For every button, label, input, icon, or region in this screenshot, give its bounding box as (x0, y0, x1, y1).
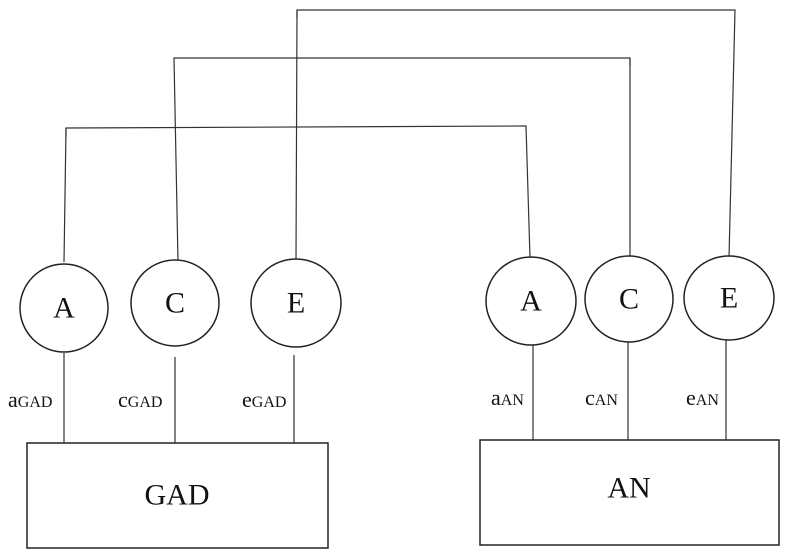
factor-circle-a-gad (19, 263, 109, 353)
factor-label-c-gad: C (165, 287, 185, 320)
gad-box (26, 442, 329, 549)
connector-c-c (173, 57, 631, 263)
path-label-a-gad: aGAD (8, 387, 52, 412)
factor-label-a-gad: A (53, 292, 75, 325)
factor-circle-e-gad (250, 258, 342, 348)
correlation-connectors (63, 9, 736, 263)
left-factors: A C E (19, 258, 342, 353)
an-box (479, 439, 780, 546)
phenotype-boxes: GAD AN (26, 439, 780, 549)
factor-circle-c-an (584, 255, 674, 343)
factor-circle-a-an (485, 256, 577, 346)
path-labels: aGAD cGAD eGAD aAN cAN eAN (8, 385, 719, 412)
factor-label-e-an: E (720, 282, 738, 315)
factor-paths (63, 340, 727, 443)
right-factors: A C E (485, 255, 775, 346)
an-box-label: AN (607, 472, 650, 505)
factor-label-a-an: A (520, 285, 542, 318)
connector-e-e (295, 9, 736, 261)
factor-circle-c-gad (130, 259, 220, 347)
path-label-a-an: aAN (491, 385, 524, 410)
path-label-e-an: eAN (686, 385, 719, 410)
factor-label-e-gad: E (287, 287, 305, 320)
gad-box-label: GAD (145, 479, 210, 512)
factor-label-c-an: C (619, 283, 639, 316)
path-label-c-gad: cGAD (118, 387, 162, 412)
path-label-e-gad: eGAD (242, 387, 286, 412)
path-label-c-an: cAN (585, 385, 618, 410)
factor-circle-e-an (683, 255, 775, 341)
